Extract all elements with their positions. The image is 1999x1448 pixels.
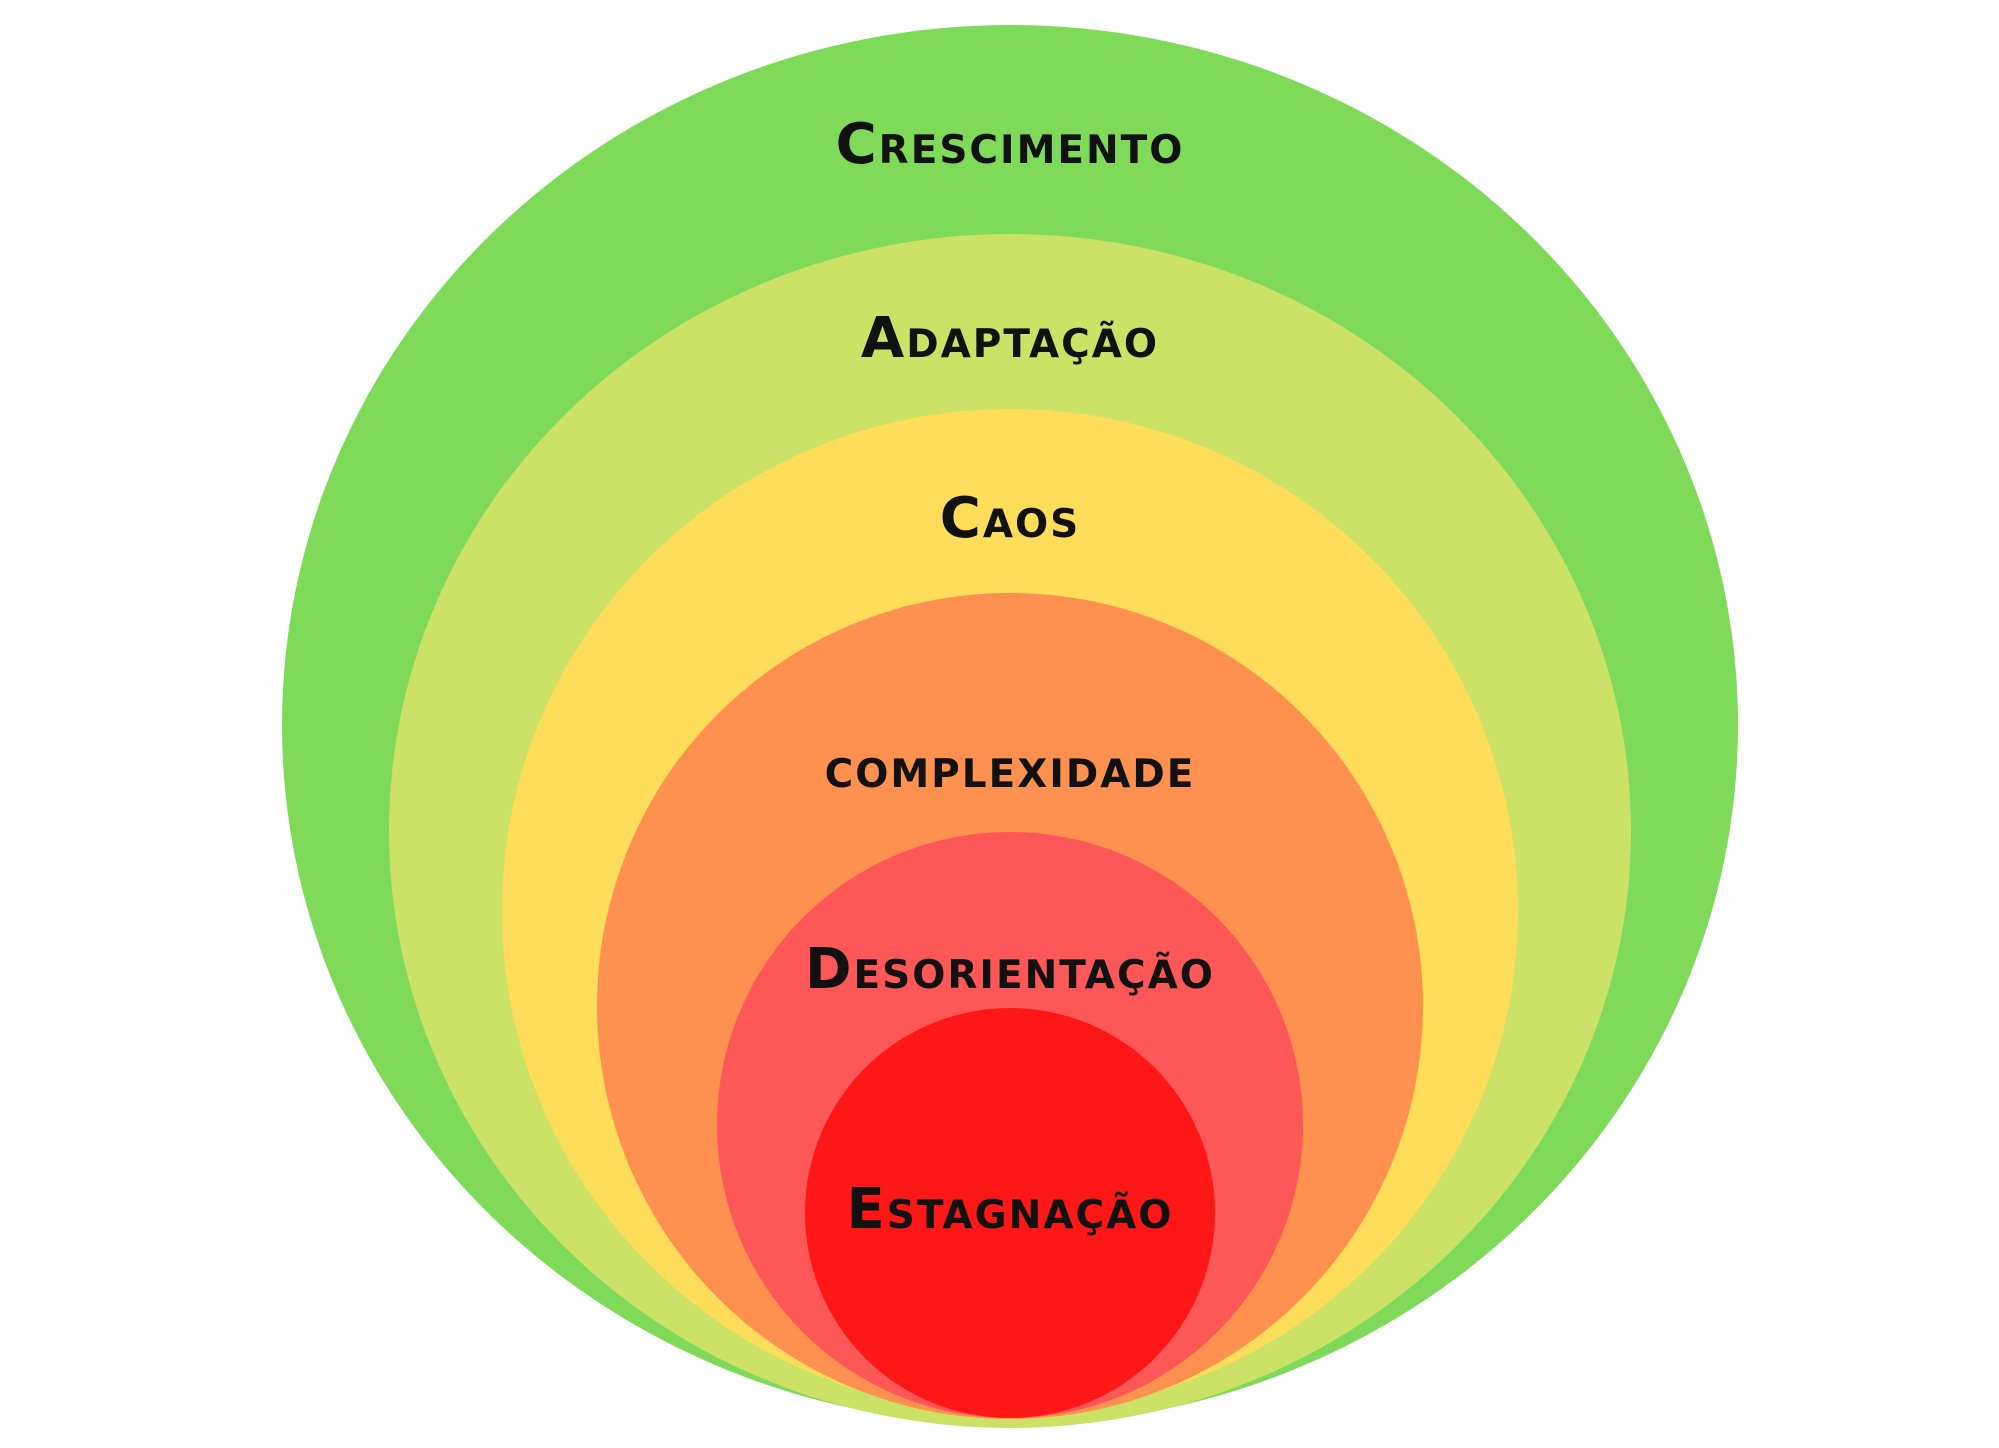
label-complexidade: complexidade: [825, 736, 1196, 801]
label-estagnacao: Estagnação: [847, 1177, 1174, 1242]
label-desorientacao: Desorientação: [805, 937, 1215, 1002]
label-crescimento: Crescimento: [836, 112, 1185, 177]
label-caos: Caos: [940, 486, 1081, 551]
ring-estagnacao: [805, 1008, 1215, 1418]
label-adaptacao: Adaptação: [861, 306, 1159, 371]
